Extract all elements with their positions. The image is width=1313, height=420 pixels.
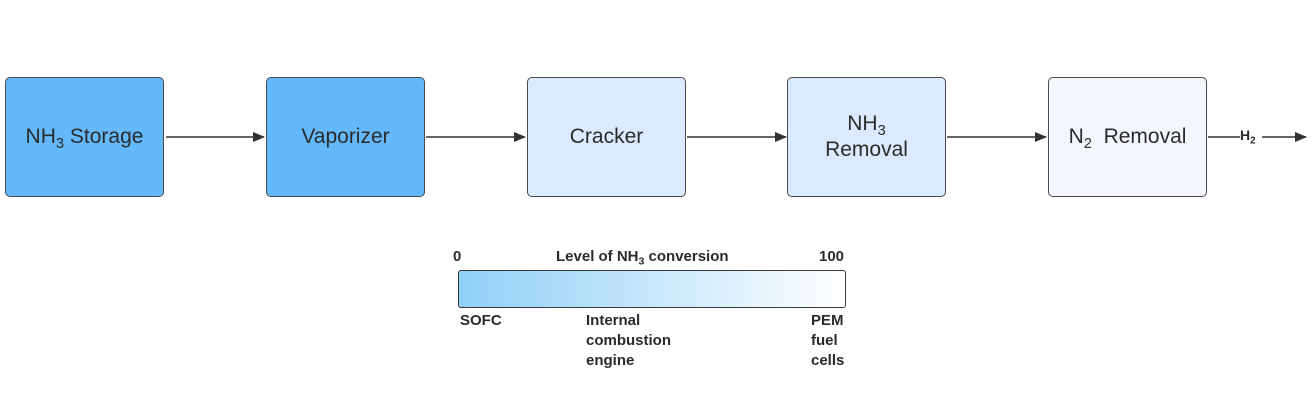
marker-sofc: SOFC	[460, 312, 502, 329]
scale-max-label: 100	[819, 248, 845, 265]
conversion-gradient-bar	[458, 270, 846, 308]
node-n2-removal: N2 Removal	[1048, 77, 1207, 197]
node-label: Cracker	[569, 125, 644, 148]
h2-output-label: H2	[1240, 127, 1256, 147]
marker-pem-fuel-cells: PEM fuel cells	[811, 312, 845, 369]
node-label: NH3 Storage	[25, 125, 144, 153]
scale-title: Level of NH3 conversion	[556, 248, 729, 268]
node-vaporizer: Vaporizer	[266, 77, 425, 197]
marker-internal-combustion-engine: Internal combustion engine	[586, 312, 671, 369]
node-label: Vaporizer	[301, 125, 390, 148]
node-nh3-storage: NH3 Storage	[5, 77, 164, 197]
node-cracker: Cracker	[527, 77, 686, 197]
node-label: N2 Removal	[1068, 125, 1187, 153]
scale-min-label: 0	[453, 248, 462, 265]
